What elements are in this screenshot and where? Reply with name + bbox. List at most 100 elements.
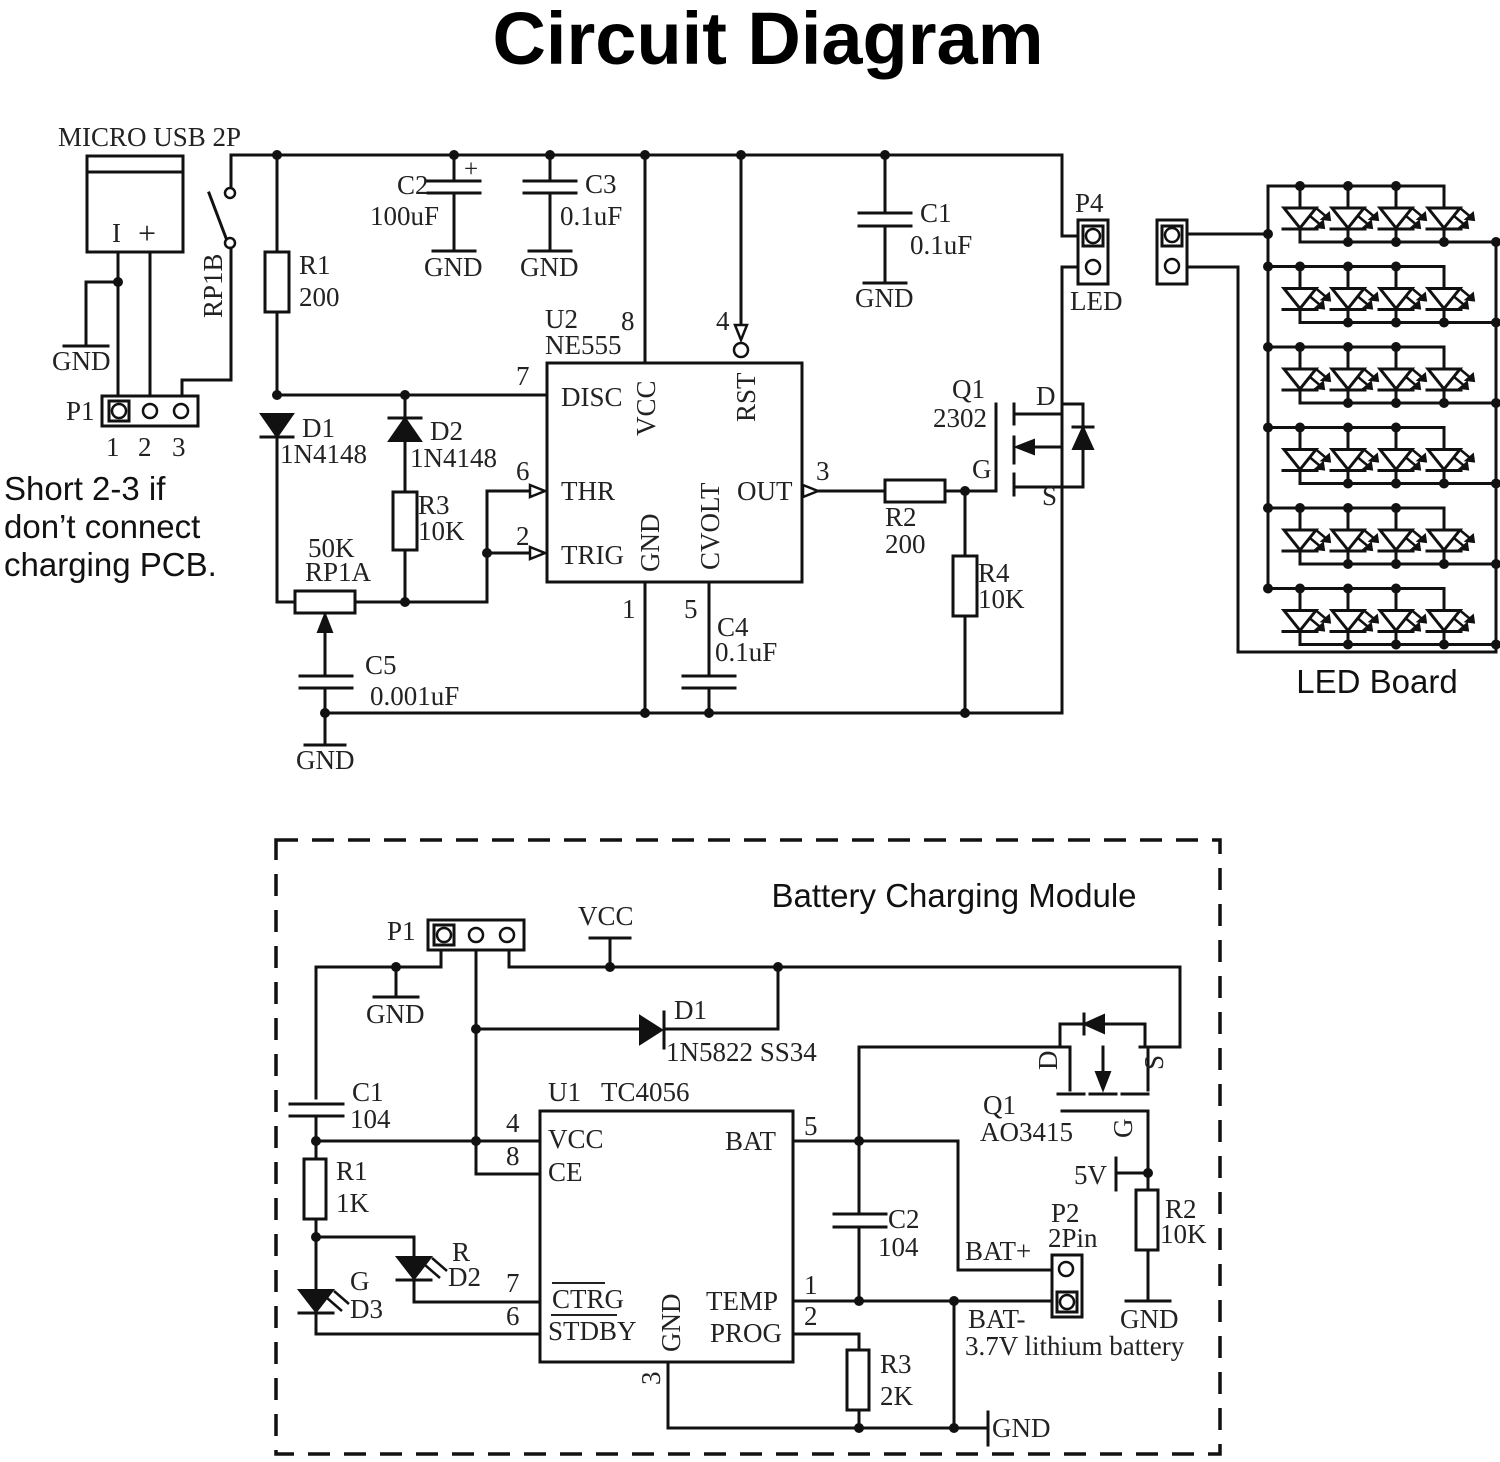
gnd-label: GND: [52, 346, 111, 376]
jumper-note: Short 2-3 if don’t connect charging PCB.: [4, 470, 217, 583]
module-diode-d1: D1 1N5822 SS34: [474, 965, 817, 1067]
u2-pin-trig-num: 2: [516, 521, 530, 551]
led-icon: [1424, 448, 1464, 472]
u2-pin-thr-num: 6: [516, 456, 530, 486]
vcc-label: VCC: [578, 901, 634, 931]
led-icon: [1328, 528, 1368, 553]
module-d1-value: 1N5822 SS34: [666, 1037, 817, 1067]
led-icon: [1424, 206, 1464, 231]
c2-polarity: +: [464, 156, 478, 183]
led-icon: [1424, 287, 1464, 311]
p4-label: LED: [1070, 286, 1122, 316]
module-resistor-r2: 5V R2 10K GND: [1074, 1156, 1207, 1334]
u1-pin-bat-num: 5: [804, 1111, 818, 1141]
p1-pin-2: 2: [138, 432, 152, 462]
u1-pin-stdby-num: 6: [506, 1301, 520, 1331]
d3-color-label: G: [350, 1266, 370, 1296]
p1-ref: P1: [66, 396, 95, 426]
resistor-r4: R4 10K: [951, 486, 1025, 718]
module-r1-ref: R1: [336, 1156, 368, 1186]
led-icon: [1280, 528, 1320, 553]
mosfet-q1-2302: Q1 2302 D G S: [933, 265, 1095, 715]
u1-pin-gnd: GND: [656, 1294, 686, 1353]
usb-plus-label: +: [138, 215, 156, 251]
u2-pin-cvolt-num: 5: [684, 594, 698, 624]
module-r2-value: 10K: [1160, 1219, 1207, 1249]
header-p1: P1 1 2 3: [66, 394, 200, 462]
led-icon: [1328, 206, 1368, 231]
u2-pin-trig: TRIG: [561, 540, 624, 570]
r1-value: 200: [299, 282, 340, 312]
u2-pin-out: OUT: [737, 476, 793, 506]
p1-pin-3: 3: [172, 432, 186, 462]
r4-value: 10K: [978, 584, 1025, 614]
junction-dot: [1263, 503, 1273, 513]
u2-pin-thr: THR: [561, 476, 615, 506]
note-line-1: Short 2-3 if: [4, 470, 166, 507]
u1-pin-temp: TEMP: [706, 1286, 778, 1316]
ic-u1-tc4056: U1 TC4056 4 8 7 6 3 5 1 2 VCC CE CTRG ST…: [506, 1077, 1051, 1447]
led-icon: [1376, 287, 1416, 311]
p1-pin-1: 1: [106, 432, 120, 462]
module-q1-drain-label: D: [1033, 1051, 1063, 1071]
main-circuit: MICRO USB 2P I + GND RP1B P1: [4, 122, 1122, 775]
u2-pin-rst: RST: [731, 372, 761, 422]
usb-minus-label: I: [112, 218, 121, 248]
rp1a-value: 50K: [308, 533, 355, 563]
battery-connector-p2: P2 2Pin BAT+ BAT- 3.7V lithium battery: [965, 1198, 1185, 1361]
led-icon: [1280, 609, 1320, 633]
led-icon: [1328, 448, 1368, 472]
led-icon: [1328, 287, 1368, 311]
u1-part: TC4056: [601, 1077, 690, 1107]
battery-label: 3.7V lithium battery: [965, 1331, 1185, 1361]
junction-dot: [1491, 639, 1500, 650]
led-icon: [1280, 287, 1320, 311]
c1-ref: C1: [920, 198, 952, 228]
module-q1-source-label: S: [1139, 1055, 1169, 1070]
capacitor-c1: C1 0.1uF GND: [855, 150, 972, 313]
q1-source-label: S: [1042, 481, 1057, 511]
module-p1-ref: P1: [387, 916, 416, 946]
u2-pin-vcc-num: 8: [621, 306, 635, 336]
u2-pin-disc-num: 7: [516, 361, 530, 391]
module-mosfet-q1-ao3415: D S G Q1 AO3415: [980, 1012, 1169, 1175]
u1-pin-temp-num: 1: [804, 1270, 818, 1300]
d2-color-label: R: [452, 1237, 470, 1267]
module-title: Battery Charging Module: [771, 877, 1136, 914]
u2-pin-disc: DISC: [561, 382, 623, 412]
junction-dot: [1491, 398, 1500, 408]
led-icon: [1376, 367, 1416, 392]
u2-pin-gnd-num: 1: [622, 594, 636, 624]
led-icon: [1376, 206, 1416, 231]
module-r2-gnd-label: GND: [1120, 1304, 1179, 1334]
junction-dot: [1263, 583, 1273, 594]
c2-value: 100uF: [370, 201, 439, 231]
capacitor-c3: C3 0.1uF GND: [520, 150, 622, 282]
module-d2-ref: D2: [448, 1262, 481, 1292]
switch-rp1b: RP1B: [180, 153, 1064, 398]
module-c2-value: 104: [878, 1232, 919, 1262]
u2-pin-gnd: GND: [635, 514, 665, 573]
u1-pin-vcc-num: 4: [506, 1108, 520, 1138]
led-board: LED Board: [1155, 181, 1500, 700]
usb-label: MICRO USB 2P: [58, 122, 241, 152]
p2-value: 2Pin: [1048, 1223, 1098, 1253]
led-icon: [1280, 448, 1320, 472]
module-d3-ref: D3: [350, 1294, 383, 1324]
c1-value: 0.1uF: [910, 230, 972, 260]
p2-ref: P2: [1051, 1198, 1080, 1228]
led-icon: [1328, 609, 1368, 633]
u1-pin-prog-num: 2: [804, 1301, 818, 1331]
led-icon: [1424, 367, 1464, 392]
module-c1-value: 104: [350, 1104, 391, 1134]
u1-pin-vcc: VCC: [548, 1124, 604, 1154]
r3-value: 10K: [418, 516, 465, 546]
ic-u2-ne555: U2 NE555 8 4 7 6 2 1 5 3 DISC VCC RST TH…: [516, 150, 830, 718]
rp1a-ref: RP1A: [305, 557, 372, 587]
module-r3-value: 2K: [880, 1381, 914, 1411]
module-led-d2-red: R D2: [314, 1235, 542, 1304]
d2-value: 1N4148: [410, 443, 497, 473]
resistor-r3: R3 10K: [391, 490, 465, 604]
r1-ref: R1: [299, 250, 331, 280]
